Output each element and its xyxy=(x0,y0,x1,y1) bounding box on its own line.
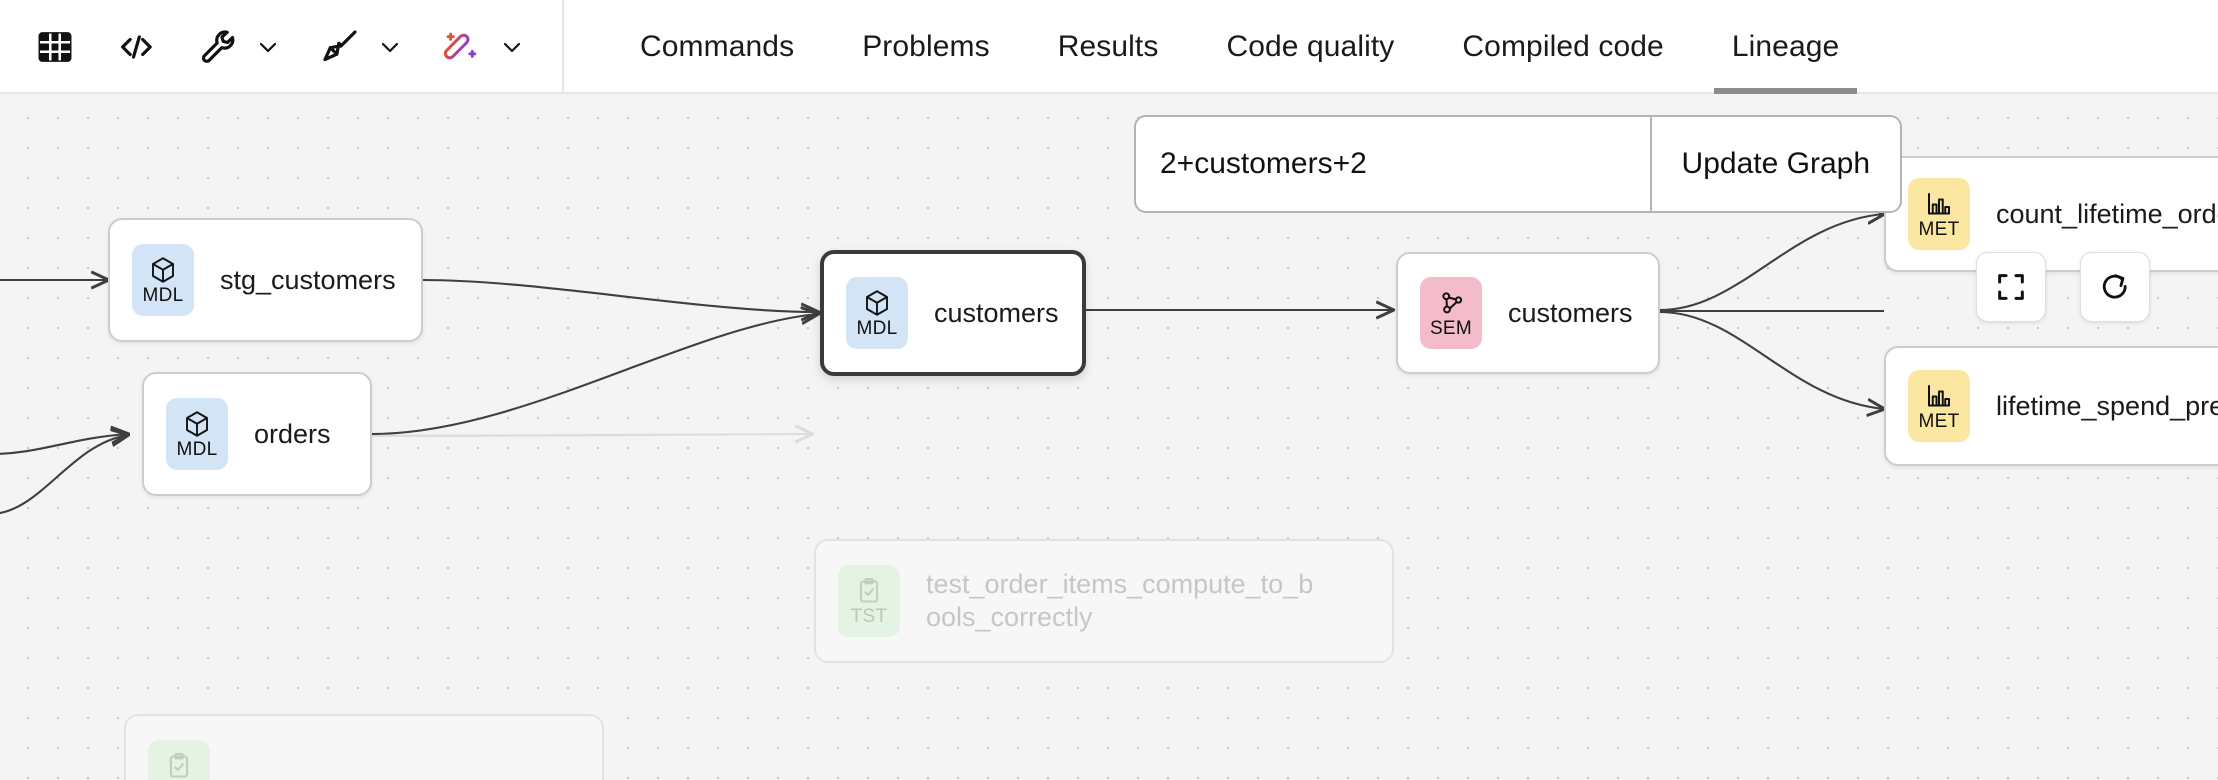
node-count-lifetime-orders[interactable]: MET count_lifetime_order xyxy=(1884,156,2218,272)
magic-wand-tool-group xyxy=(432,17,532,77)
tab-label: Lineage xyxy=(1731,30,1840,63)
node-label: stg_customers xyxy=(220,264,396,295)
badge-label: MDL xyxy=(856,317,898,339)
node-type-badge-mdl: MDL xyxy=(846,277,908,349)
tab-code-quality[interactable]: Code quality xyxy=(1192,0,1428,94)
graph-query-input[interactable] xyxy=(1136,117,1650,211)
tab-commands[interactable]: Commands xyxy=(606,0,828,94)
badge-label: TST xyxy=(850,605,888,627)
tab-lineage[interactable]: Lineage xyxy=(1698,0,1873,94)
tab-label: Problems xyxy=(862,30,990,63)
node-type-badge-met: MET xyxy=(1908,178,1970,250)
tab-label: Code quality xyxy=(1226,30,1395,63)
tab-problems[interactable]: Problems xyxy=(828,0,1024,94)
lineage-canvas[interactable]: MDL stg_customers MDL orders xyxy=(0,94,2218,780)
code-view-icon[interactable] xyxy=(106,17,166,77)
node-label: orders xyxy=(254,418,331,449)
node-type-badge-sem: SEM xyxy=(1420,277,1482,349)
node-stg-customers[interactable]: MDL stg_customers xyxy=(108,218,423,342)
tab-label: Results xyxy=(1057,30,1159,63)
node-label: test_order_items_compute_to_bools_correc… xyxy=(926,569,1314,632)
broom-icon[interactable] xyxy=(310,17,370,77)
node-type-badge-mdl: MDL xyxy=(166,398,228,470)
toolbar-divider xyxy=(562,0,564,94)
node-type-badge-tst: TST xyxy=(838,565,900,637)
wrench-tool-group xyxy=(188,17,288,77)
magic-wand-icon[interactable] xyxy=(432,17,492,77)
node-label: count_lifetime_order xyxy=(1996,198,2218,229)
wrench-icon[interactable] xyxy=(188,17,248,77)
tab-bar: Commands Problems Results Code quality C… xyxy=(606,0,1873,94)
tab-label: Commands xyxy=(640,30,795,63)
graph-query-bar: Update Graph xyxy=(1134,115,1902,213)
node-type-badge-mdl: MDL xyxy=(132,244,194,316)
node-type-badge-met: MET xyxy=(1908,370,1970,442)
node-label: customers xyxy=(1508,297,1633,328)
top-toolbar: Commands Problems Results Code quality C… xyxy=(0,0,2218,94)
chevron-down-icon[interactable] xyxy=(370,17,410,77)
fit-view-button[interactable] xyxy=(1976,252,2046,322)
node-label: customers xyxy=(934,297,1059,328)
badge-label: MDL xyxy=(176,438,218,460)
tool-button-group xyxy=(0,0,532,94)
tab-results[interactable]: Results xyxy=(1024,0,1193,94)
node-orders[interactable]: MDL orders xyxy=(142,372,372,496)
refresh-button[interactable] xyxy=(2080,252,2150,322)
node-label: lifetime_spend_preta xyxy=(1996,390,2218,421)
badge-label: MET xyxy=(1918,218,1960,240)
badge-label: SEM xyxy=(1429,317,1473,339)
chevron-down-icon[interactable] xyxy=(248,17,288,77)
node-type-badge-tst: TST xyxy=(148,740,210,780)
tab-label: Compiled code xyxy=(1462,30,1664,63)
chevron-down-icon[interactable] xyxy=(492,17,532,77)
node-test-order-items[interactable]: TST test_order_items_compute_to_bools_co… xyxy=(814,539,1394,663)
badge-label: MDL xyxy=(142,284,184,306)
table-view-icon[interactable] xyxy=(26,17,84,77)
node-customers-mdl[interactable]: MDL customers xyxy=(820,250,1086,376)
update-graph-button[interactable]: Update Graph xyxy=(1649,117,1900,211)
node-lifetime-spend-pretax[interactable]: MET lifetime_spend_preta xyxy=(1884,346,2218,466)
broom-tool-group xyxy=(310,17,410,77)
tab-compiled-code[interactable]: Compiled code xyxy=(1428,0,1697,94)
badge-label: MET xyxy=(1918,410,1960,432)
node-customers-sem[interactable]: SEM customers xyxy=(1396,252,1660,374)
node-test-partial[interactable]: TST xyxy=(124,714,604,780)
